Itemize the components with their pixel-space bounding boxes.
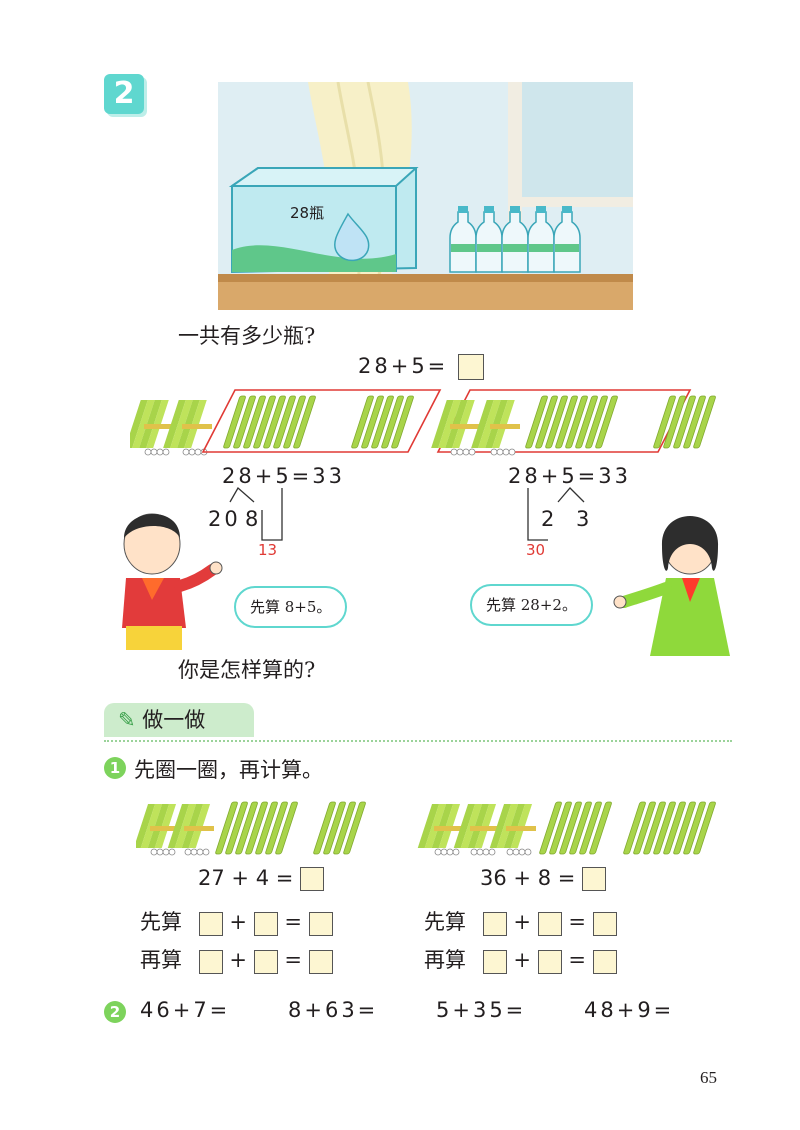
- problem-equation: 28+5=: [358, 354, 484, 380]
- left-speech-bubble: 先算 8+5。: [234, 586, 348, 628]
- prompt-how: 你是怎样算的?: [178, 658, 316, 682]
- left-partial-sum: 13: [258, 541, 278, 559]
- water-bottles-illustration: 28瓶: [218, 82, 633, 310]
- equals-sign: =: [275, 866, 294, 890]
- exercise-1-sticks: [136, 801, 717, 856]
- ex1-left-addend-a: 27: [198, 866, 225, 890]
- ex2-item-2: 8+63=: [288, 998, 379, 1022]
- right-partial-sum: 30: [526, 541, 546, 559]
- left-split-tens: 20: [208, 507, 241, 531]
- blank-box[interactable]: [308, 949, 333, 974]
- ex2-item-1: 46+7=: [140, 998, 231, 1022]
- blank-box[interactable]: [482, 911, 507, 936]
- practice-tab-label: 做一做: [142, 708, 206, 732]
- equals-sign: =: [557, 866, 576, 890]
- ex1-right-addend-a: 36: [480, 866, 507, 890]
- ex1-right-equation: 36 + 8 =: [480, 866, 607, 891]
- sticks-figure: [130, 389, 717, 456]
- blank-box[interactable]: [482, 949, 507, 974]
- blank-box[interactable]: [198, 911, 223, 936]
- ex2-item-3: 5+35=: [436, 998, 527, 1022]
- problem-equation-text: 28+5=: [358, 354, 449, 378]
- right-speech-bubble: 先算 28+2。: [470, 584, 593, 626]
- right-split-lines: [527, 487, 585, 541]
- blank-box[interactable]: [253, 911, 278, 936]
- ex1-right-addend-b: 8: [537, 866, 552, 890]
- first-label: 先算: [424, 910, 466, 934]
- plus-sign: +: [513, 866, 532, 890]
- ex2-item-4: 48+9=: [584, 998, 675, 1022]
- exercise-1-instruction: 先圈一圈，再计算。: [134, 758, 323, 782]
- ex1-left-answer-box[interactable]: [300, 867, 325, 891]
- first-label: 先算: [140, 910, 182, 934]
- blank-box[interactable]: [537, 949, 562, 974]
- question-text: 一共有多少瓶?: [178, 324, 316, 348]
- ex1-left-addend-b: 4: [255, 866, 270, 890]
- pencil-icon: ✎: [118, 708, 136, 732]
- boy-illustration: [122, 513, 223, 650]
- left-method-equation: 28+5=33: [222, 464, 345, 488]
- exercise-2-number: 2: [104, 1001, 126, 1023]
- ex1-right-first-row: 先算 + =: [424, 906, 617, 936]
- blank-box[interactable]: [592, 911, 617, 936]
- blank-box[interactable]: [537, 911, 562, 936]
- example-number-badge: 2: [104, 74, 144, 114]
- section-divider: [104, 740, 732, 742]
- box-label: 28瓶: [290, 204, 325, 222]
- practice-tab: ✎ 做一做: [104, 703, 254, 737]
- right-split-b: 3: [576, 507, 593, 531]
- ex1-right-answer-box[interactable]: [582, 867, 607, 891]
- page-number: 65: [700, 1068, 717, 1087]
- right-method-equation: 28+5=33: [508, 464, 631, 488]
- left-split-ones: 8: [245, 507, 262, 531]
- ex1-left-equation: 27 + 4 =: [198, 866, 325, 891]
- blank-box[interactable]: [198, 949, 223, 974]
- then-label: 再算: [424, 948, 466, 972]
- blank-box[interactable]: [253, 949, 278, 974]
- girl-illustration: [613, 516, 730, 656]
- plus-sign: +: [231, 866, 250, 890]
- ex1-left-then-row: 再算 + =: [140, 944, 333, 974]
- blank-box[interactable]: [308, 911, 333, 936]
- exercise-1-number: 1: [104, 757, 126, 779]
- right-split-a: 2: [541, 507, 558, 531]
- left-split-lines: [229, 486, 283, 541]
- ex1-right-then-row: 再算 + =: [424, 944, 617, 974]
- then-label: 再算: [140, 948, 182, 972]
- ex1-left-first-row: 先算 + =: [140, 906, 333, 936]
- blank-box[interactable]: [592, 949, 617, 974]
- answer-box[interactable]: [457, 354, 484, 380]
